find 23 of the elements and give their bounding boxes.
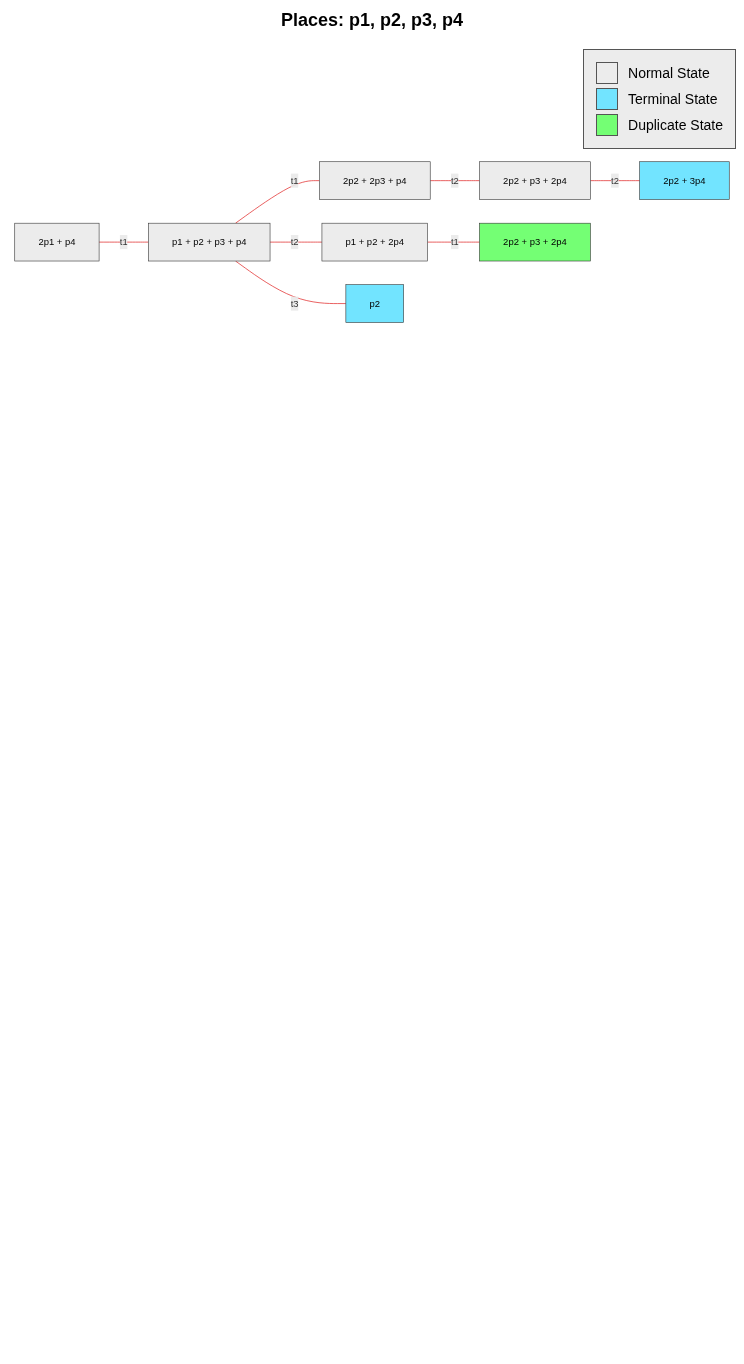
- legend-label: Normal State: [628, 65, 710, 81]
- node-box: 2p1 + p4: [14, 222, 100, 262]
- node-box: p2: [345, 284, 404, 323]
- edge-label: t1: [290, 175, 299, 186]
- edge-label: t1: [119, 236, 128, 247]
- connector: [235, 260, 347, 304]
- legend-label: Duplicate State: [628, 117, 723, 133]
- connector: [235, 180, 320, 224]
- connector: [429, 180, 480, 181]
- node-box: 2p2 + p3 + 2p4: [479, 161, 591, 200]
- connector: [590, 180, 640, 181]
- node-box: 2p2 + 3p4: [639, 161, 730, 200]
- edge-label: t2: [611, 175, 619, 186]
- edge-label: t1: [450, 236, 459, 247]
- node-box: 2p2 + 2p3 + p4: [319, 161, 431, 200]
- edge-label: t2: [450, 175, 459, 186]
- edge-label: t3: [290, 298, 299, 309]
- node-box: p1 + p2 + 2p4: [321, 222, 428, 262]
- node-box: p1 + p2 + p3 + p4: [148, 222, 271, 262]
- edge-label: t2: [290, 236, 299, 247]
- node-box: 2p2 + p3 + 2p4: [479, 222, 591, 262]
- legend-label: Terminal State: [628, 91, 718, 107]
- diagram-title: Places: p1, p2, p3, p4: [280, 10, 464, 31]
